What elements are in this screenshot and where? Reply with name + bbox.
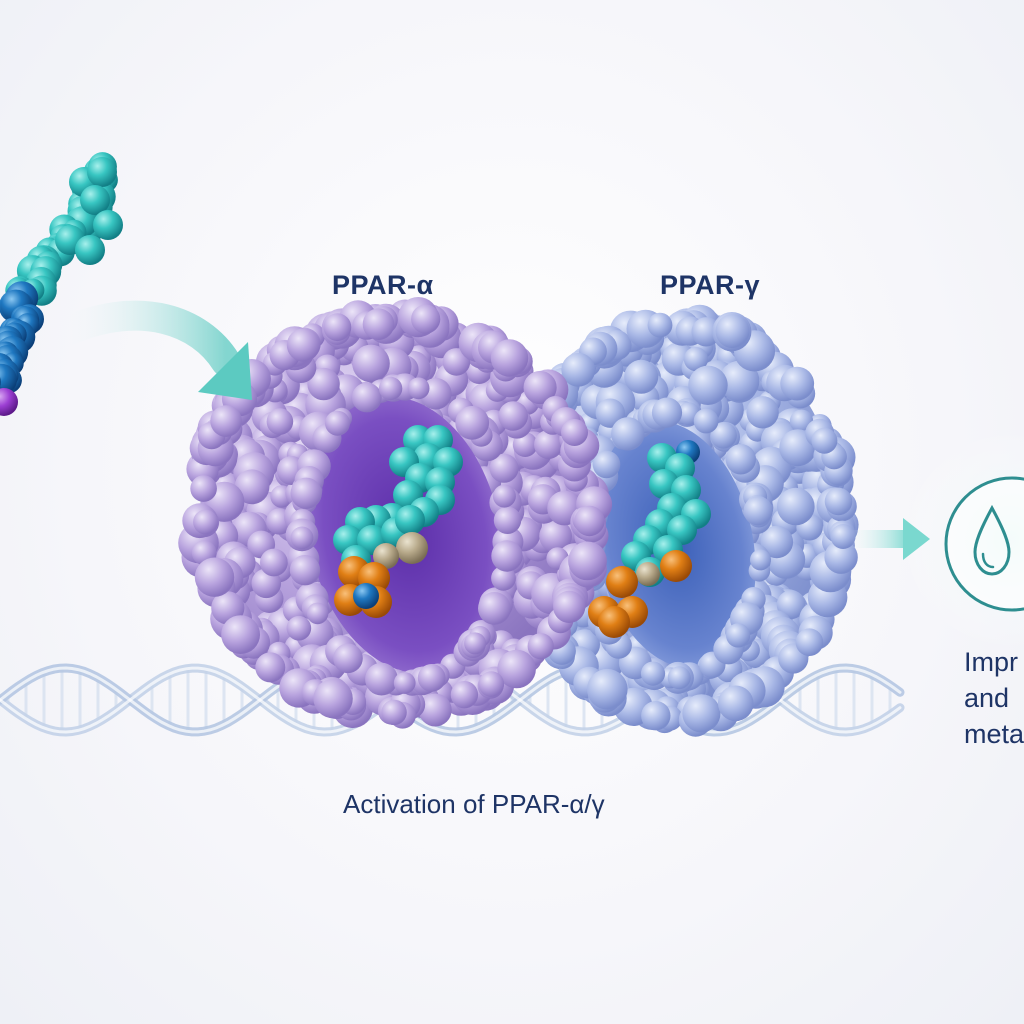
ppar-alpha-label: PPAR-α <box>332 270 434 300</box>
outcome-text: Impr and meta <box>964 644 1024 752</box>
ppar-gamma-label: PPAR-γ <box>660 270 761 300</box>
water-drop-icon <box>973 504 1011 576</box>
outcome-line-1: Impr <box>964 647 1018 677</box>
outcome-badge <box>944 476 1024 612</box>
curved-arrow-icon <box>55 300 252 400</box>
right-arrow-icon <box>850 518 930 560</box>
agonist-molecule <box>0 152 123 416</box>
outcome-line-3: meta <box>964 719 1024 749</box>
activation-caption: Activation of PPAR-α/γ <box>343 789 605 819</box>
ligand-in-alpha-pocket <box>333 425 463 618</box>
outcome-line-2: and <box>964 683 1010 713</box>
ligand-in-gamma-pocket <box>588 440 711 638</box>
